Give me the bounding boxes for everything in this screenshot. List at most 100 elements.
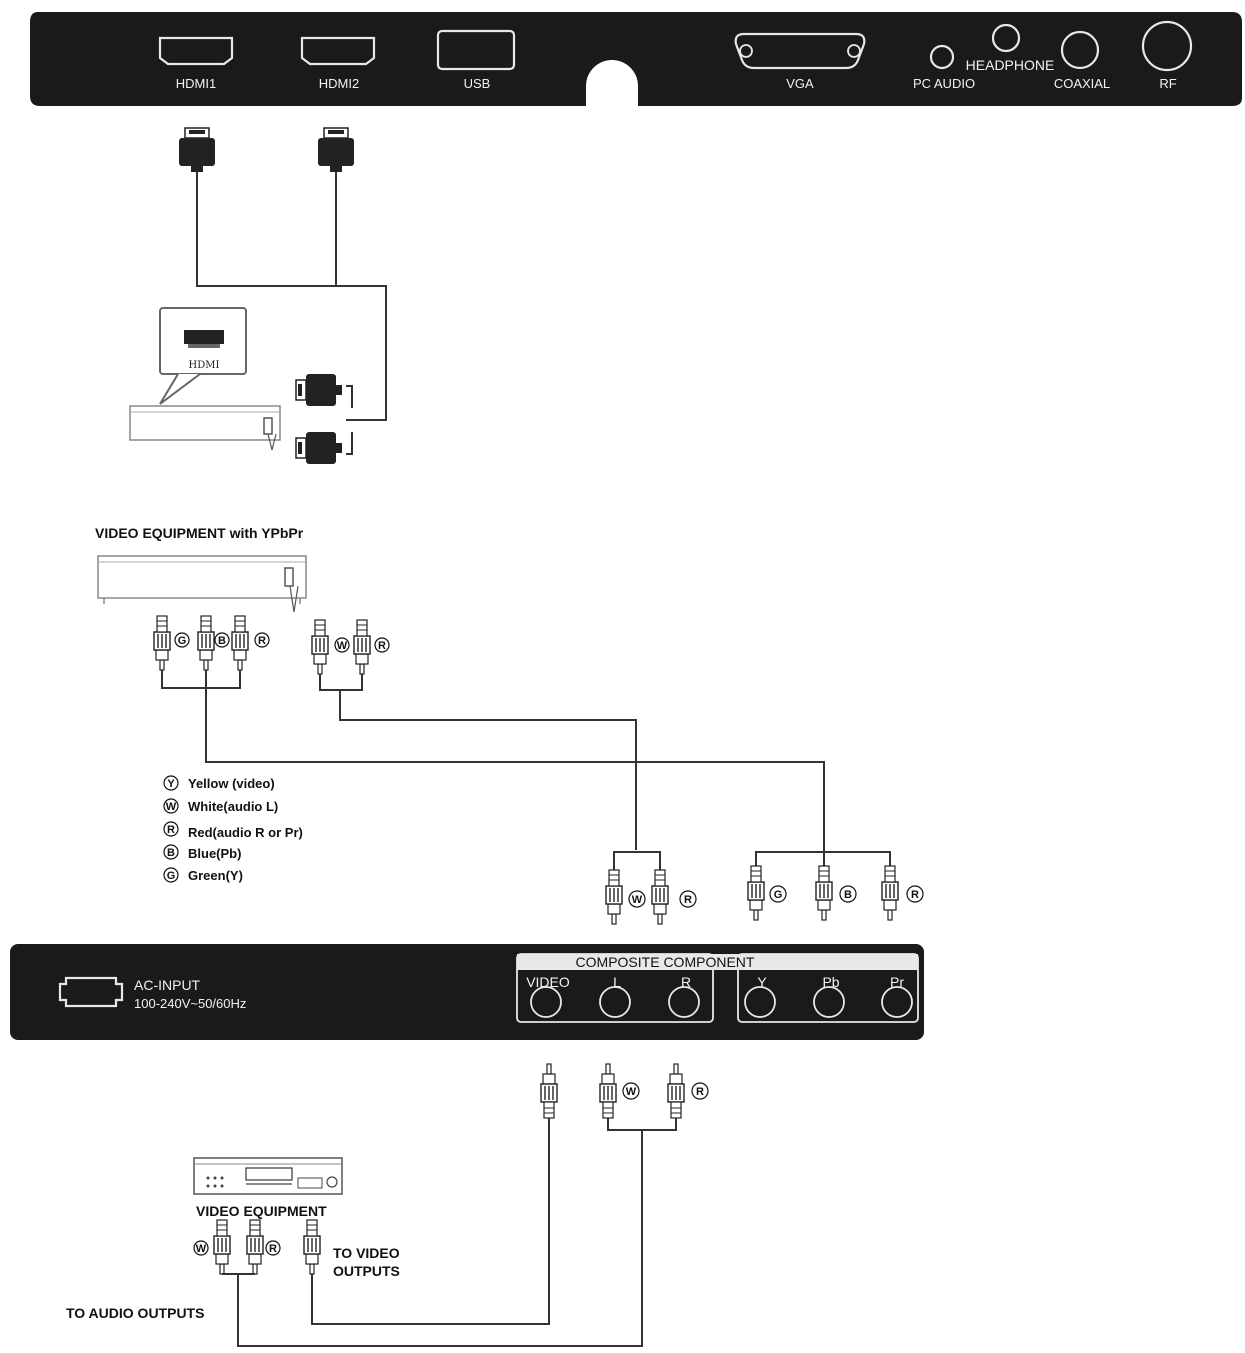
svg-text:Blue(Pb): Blue(Pb) [188, 846, 241, 861]
hdmi-callout-icon [184, 330, 224, 344]
composite-component-title: COMPOSITE COMPONENT [576, 954, 755, 970]
svg-text:R: R [378, 640, 386, 652]
audio-l-jack[interactable]: L [599, 974, 631, 1018]
pr-jack[interactable]: Pr [881, 974, 913, 1018]
top-connector-panel: HDMI1 HDMI2 USB VGA PC AUDIO HEADPHONE C… [30, 12, 1242, 106]
svg-text:R: R [167, 824, 175, 836]
svg-text:R: R [911, 889, 919, 901]
legend-item-red: R Red(audio R or Pr) [163, 821, 303, 840]
svg-text:G: G [167, 870, 176, 882]
svg-text:R: R [684, 894, 692, 906]
svg-text:Pb: Pb [822, 974, 839, 990]
bottom-video-plug [540, 1063, 558, 1119]
svg-text:Yellow (video): Yellow (video) [188, 776, 275, 791]
equip-tag-w: W [193, 1240, 209, 1256]
svg-text:G: G [774, 889, 783, 901]
svg-text:W: W [632, 894, 643, 906]
pc-audio-label: PC AUDIO [913, 76, 975, 91]
svg-text:Y: Y [167, 778, 175, 790]
bottom-tag-w: W [622, 1082, 640, 1100]
video-equipment-plugs: W R [193, 1219, 321, 1275]
hdmi-source-device: HDMI [129, 307, 281, 451]
bottom-audio-l-plug [599, 1063, 617, 1119]
bottom-connector-panel: AC-INPUT 100-240V~50/60Hz COMPOSITE COMP… [10, 944, 924, 1040]
svg-text:L: L [613, 974, 621, 990]
vga-port[interactable]: VGA [734, 32, 866, 91]
pc-audio-port[interactable]: PC AUDIO [913, 44, 975, 91]
middle-component-plugs: G B R [747, 851, 924, 921]
hdmi-callout-label: HDMI [189, 360, 220, 371]
svg-text:VIDEO: VIDEO [526, 974, 570, 990]
bottom-tag-r: R [691, 1082, 709, 1100]
video-equipment-device [193, 1157, 343, 1195]
rf-port[interactable]: RF [1141, 20, 1193, 91]
svg-text:Red(audio R or Pr): Red(audio R or Pr) [188, 825, 303, 840]
ypbpr-source-plugs: G B R W R [153, 615, 390, 691]
svg-text:R: R [269, 1243, 277, 1255]
color-legend: Y Yellow (video) W White(audio L) R Red(… [163, 775, 303, 883]
hdmi-cables [178, 127, 387, 465]
to-audio-outputs-label: TO AUDIO OUTPUTS [66, 1305, 204, 1321]
legend-item-white: W White(audio L) [163, 798, 278, 814]
hdmi1-label: HDMI1 [176, 76, 216, 91]
ac-input-label: AC-INPUT [134, 977, 201, 993]
group-title-band [517, 954, 918, 970]
audio-r-jack[interactable]: R [668, 974, 700, 1018]
rf-label: RF [1159, 76, 1176, 91]
hdmi2-plug [317, 127, 355, 173]
svg-text:G: G [178, 635, 187, 647]
coaxial-label: COAXIAL [1054, 76, 1110, 91]
svg-text:Y: Y [757, 974, 767, 990]
hdmi2-port[interactable]: HDMI2 [300, 36, 376, 91]
hdmi-device-plug-2 [295, 431, 343, 465]
source-tag-g: G [174, 632, 190, 648]
svg-text:W: W [196, 1243, 207, 1255]
svg-text:W: W [166, 801, 177, 813]
source-tag-r: R [254, 632, 270, 648]
vga-label: VGA [786, 76, 814, 91]
ypbpr-section-title: VIDEO EQUIPMENT with YPbPr [95, 525, 304, 541]
svg-text:R: R [258, 635, 266, 647]
svg-text:Green(Y): Green(Y) [188, 868, 243, 883]
source-tag-w: W [334, 637, 350, 653]
ypbpr-source-device [97, 555, 307, 613]
middle-tag-r: R [679, 890, 697, 908]
source-tag-b: B [214, 632, 230, 648]
svg-text:B: B [218, 635, 226, 647]
source-tag-r-audio: R [374, 637, 390, 653]
svg-text:B: B [844, 889, 852, 901]
legend-item-yellow: Y Yellow (video) [163, 775, 275, 791]
legend-item-green: G Green(Y) [163, 867, 243, 883]
svg-text:W: W [626, 1086, 637, 1098]
svg-text:R: R [696, 1086, 704, 1098]
hdmi-cable-bend [346, 385, 353, 455]
hdmi-device-plug-1 [295, 373, 343, 407]
to-video-outputs-line1: TO VIDEO [333, 1245, 400, 1261]
hdmi1-cable [196, 172, 387, 421]
headphone-label: HEADPHONE [966, 57, 1055, 73]
ypbpr-long-cables [205, 688, 825, 852]
equip-tag-r: R [265, 1240, 281, 1256]
bottom-audio-r-plug [667, 1063, 685, 1119]
hdmi1-port[interactable]: HDMI1 [158, 36, 234, 91]
ac-input-spec: 100-240V~50/60Hz [134, 996, 246, 1011]
pb-jack[interactable]: Pb [813, 974, 845, 1018]
to-video-outputs-line2: OUTPUTS [333, 1263, 400, 1279]
middle-tag-b: B [839, 885, 857, 903]
legend-item-blue: B Blue(Pb) [163, 844, 241, 861]
svg-text:White(audio L): White(audio L) [188, 799, 278, 814]
hdmi1-plug [178, 127, 216, 173]
video-jack[interactable]: VIDEO [526, 974, 570, 1018]
middle-tag-r2: R [906, 885, 924, 903]
y-jack[interactable]: Y [744, 974, 776, 1018]
coaxial-port[interactable]: COAXIAL [1054, 30, 1110, 91]
usb-port[interactable]: USB [436, 29, 516, 91]
svg-text:Pr: Pr [890, 974, 904, 990]
bottom-composite-plugs: W R [237, 1063, 709, 1347]
ac-input-port[interactable] [58, 976, 124, 1008]
middle-audio-plugs: W R [605, 851, 697, 925]
middle-tag-g: G [769, 885, 787, 903]
headphone-port[interactable]: HEADPHONE [966, 23, 1055, 73]
usb-label: USB [464, 76, 491, 91]
